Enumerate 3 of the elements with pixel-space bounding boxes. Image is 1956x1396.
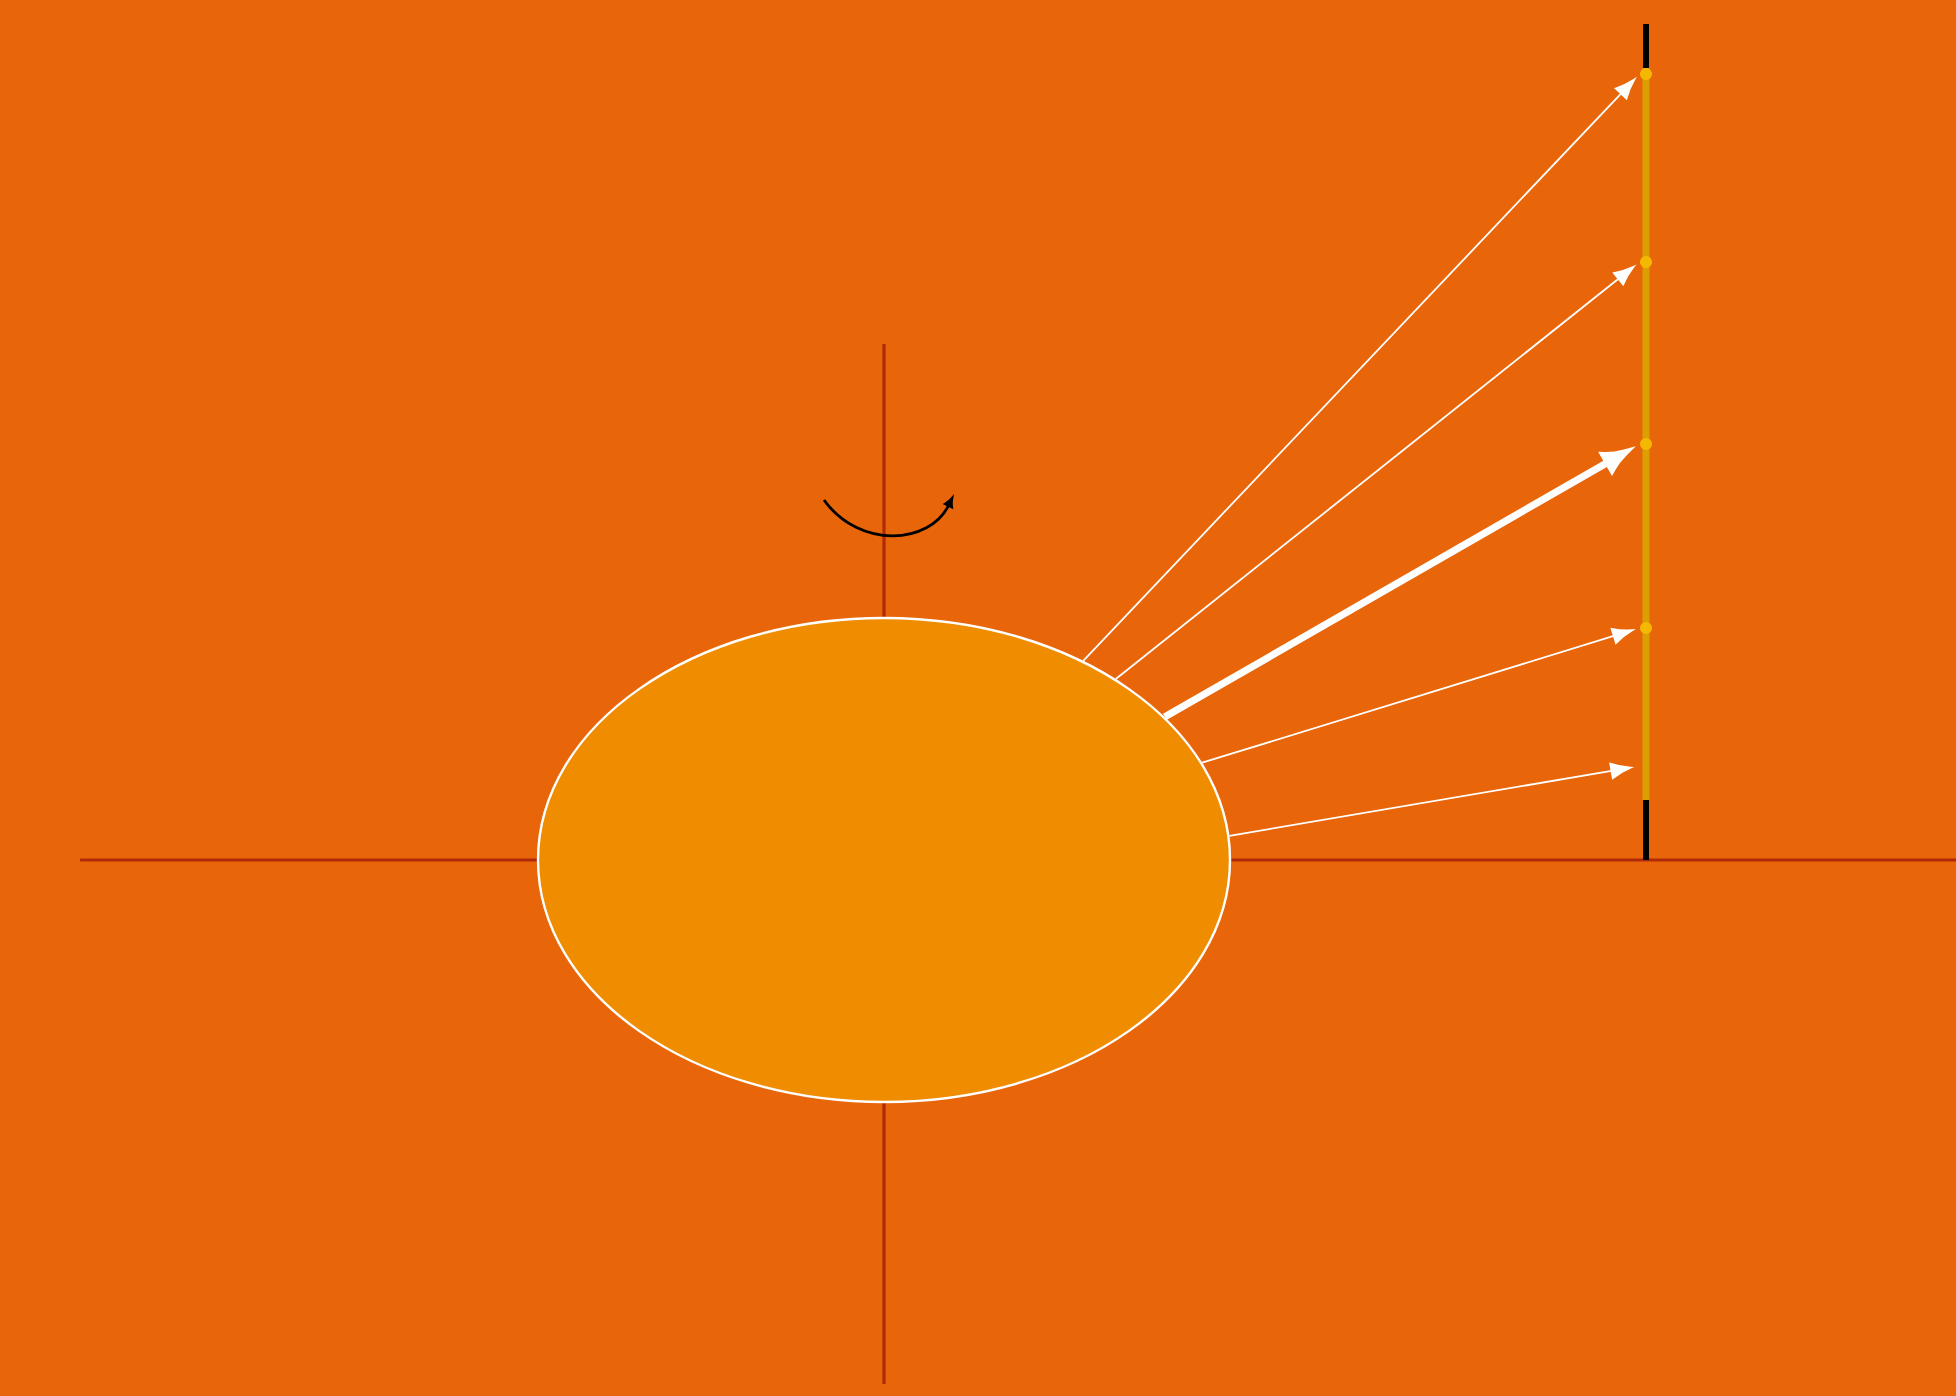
ellipse-shape bbox=[536, 616, 1232, 1104]
arrow bbox=[1228, 762, 1632, 837]
scale-bar bbox=[1642, 68, 1650, 800]
